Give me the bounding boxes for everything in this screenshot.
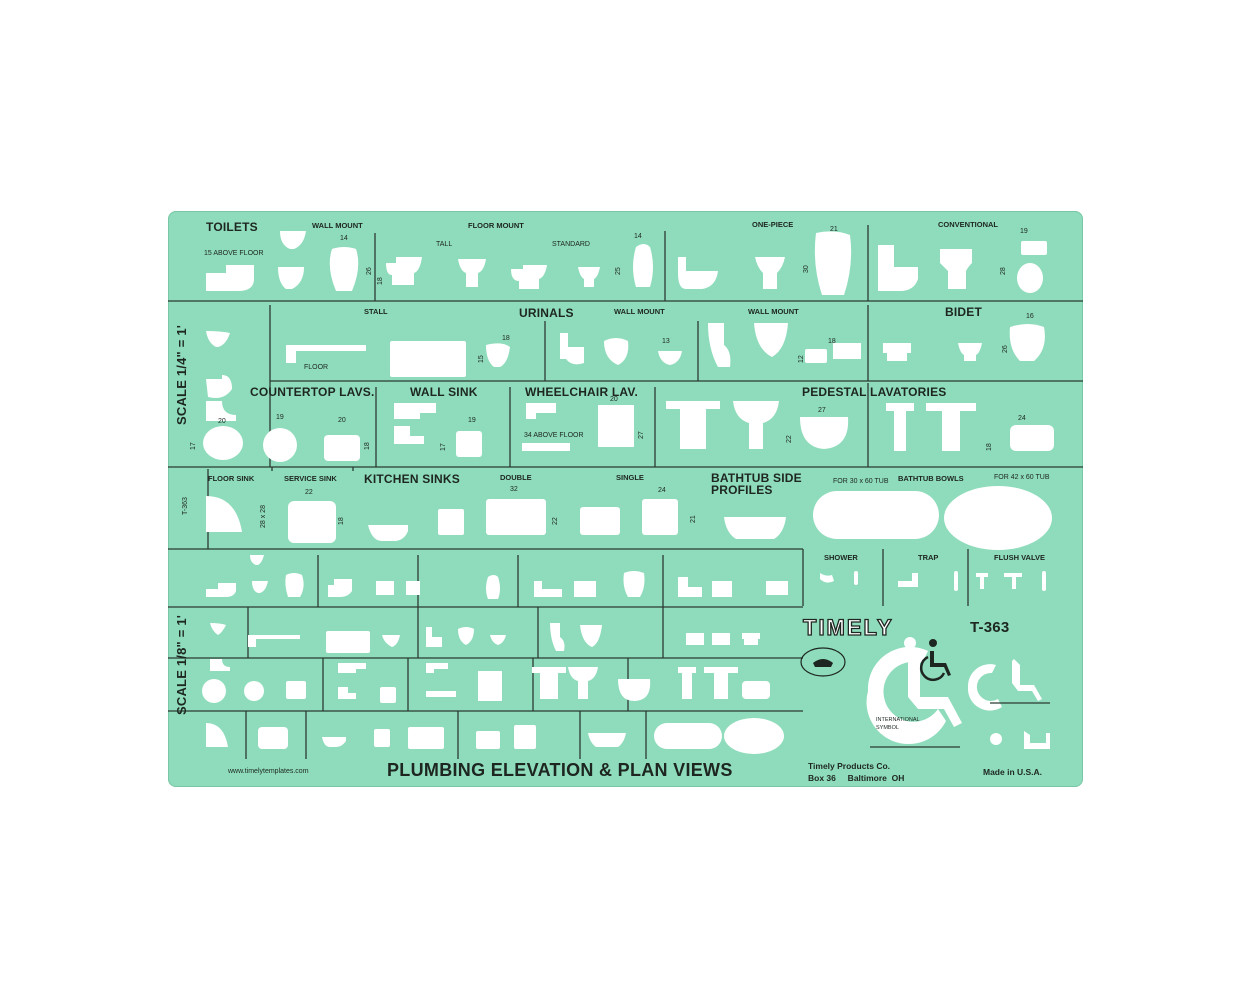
section-countertop-lavs: COUNTERTOP LAVS.	[250, 385, 375, 399]
label-tall: TALL	[436, 241, 453, 248]
dim-20c: 20	[610, 396, 618, 403]
brand-text: TIMELY	[803, 615, 894, 640]
dim-20a: 20	[218, 418, 226, 425]
lavatory-cutouts	[203, 401, 1054, 462]
template-board: TIMELY TOILETS WALL MOUNT FLOOR MOUNT ON…	[168, 211, 1083, 787]
label-floor: FLOOR	[304, 364, 329, 371]
dim-21a: 21	[830, 226, 838, 233]
section-bidet: BIDET	[945, 305, 982, 319]
section-pedestal-lavatories: PEDESTAL LAVATORIES	[802, 385, 947, 399]
section-toilets: TOILETS	[206, 220, 258, 234]
scale-quarter: SCALE 1/4" = 1'	[174, 324, 189, 425]
toilet-cutouts	[206, 231, 1047, 295]
dim-28: 28	[1000, 267, 1007, 275]
website: www.timelytemplates.com	[228, 768, 309, 775]
dim-19c: 19	[468, 417, 476, 424]
dim-18e: 18	[986, 443, 993, 451]
dim-24a: 24	[1018, 415, 1026, 422]
template-cutouts: TIMELY	[168, 225, 1083, 759]
maker-seal	[800, 647, 846, 677]
label-one-piece: ONE-PIECE	[752, 220, 794, 229]
label-stall: STALL	[364, 307, 388, 316]
sink-tub-cutouts	[206, 486, 1052, 550]
section-bathtub-side-profiles: BATHTUB SIDE PROFILES	[711, 471, 802, 497]
label-floor-sink: FLOOR SINK	[208, 474, 255, 483]
label-urinal-wall-mount: WALL MOUNT	[614, 307, 665, 316]
wheelchair-icon	[919, 639, 951, 682]
urinal-cutouts	[206, 323, 1045, 398]
scale-eighth: SCALE 1/8" = 1'	[174, 614, 189, 715]
timely-logo: TIMELY	[802, 614, 894, 640]
label-standard: STANDARD	[552, 241, 590, 248]
label-international-symbol: INTERNATIONAL SYMBOL	[876, 717, 920, 731]
dim-26a: 26	[366, 267, 373, 275]
label-double: DOUBLE	[500, 473, 532, 482]
dim-24b: 24	[658, 487, 666, 494]
maker-line2: Box 36 Baltimore OH	[808, 773, 905, 783]
dim-25: 25	[615, 267, 622, 275]
label-28x28: 28 x 28	[260, 505, 267, 528]
dim-27b: 27	[818, 407, 826, 414]
dim-18b: 18	[502, 335, 510, 342]
dim-18d: 18	[364, 442, 371, 450]
section-wheelchair-lav: WHEELCHAIR LAV.	[525, 385, 639, 399]
dim-32: 32	[510, 486, 518, 493]
section-wall-sink: WALL SINK	[410, 385, 478, 399]
accessibility-cutouts	[866, 637, 1050, 749]
label-floor-mount: FLOOR MOUNT	[468, 221, 524, 230]
dim-14a: 14	[340, 235, 348, 242]
label-for-30x60: FOR 30 x 60 TUB	[833, 478, 889, 485]
section-urinals: URINALS	[519, 306, 574, 320]
dim-12: 12	[798, 355, 805, 363]
label-single: SINGLE	[616, 473, 644, 482]
dim-20b: 20	[338, 417, 346, 424]
section-kitchen-sinks: KITCHEN SINKS	[364, 472, 460, 486]
grid-lines	[168, 225, 1083, 759]
label-15-above-floor: 15 ABOVE FLOOR	[204, 250, 264, 257]
dim-14b: 14	[634, 233, 642, 240]
side-code: T-363	[182, 497, 189, 515]
dim-22a: 22	[786, 435, 793, 443]
label-34-above-floor: 34 ABOVE FLOOR	[524, 432, 584, 439]
model-number: T-363	[970, 619, 1010, 636]
small-scale-cutouts	[202, 555, 788, 754]
template-title: PLUMBING ELEVATION & PLAN VIEWS	[387, 760, 733, 780]
fitting-cutouts	[820, 571, 1046, 591]
dim-18f: 18	[338, 517, 345, 525]
dim-15: 15	[478, 355, 485, 363]
dim-13: 13	[662, 338, 670, 345]
dim-26b: 26	[1002, 345, 1009, 353]
label-trap: TRAP	[918, 553, 939, 562]
dim-21b: 21	[690, 515, 697, 523]
label-flush-valve: FLUSH VALVE	[994, 553, 1045, 562]
made-in: Made in U.S.A.	[983, 767, 1043, 777]
maker-line1: Timely Products Co.	[808, 761, 891, 771]
dim-22b: 22	[305, 489, 313, 496]
dim-19a: 19	[1020, 228, 1028, 235]
dim-17: 17	[190, 442, 197, 450]
label-service-sink: SERVICE SINK	[284, 474, 337, 483]
label-for-42x60: FOR 42 x 60 TUB	[994, 474, 1050, 481]
dim-18a: 18	[377, 277, 384, 285]
dim-27a: 27	[638, 431, 645, 439]
label-urinal-wall-mount2: WALL MOUNT	[748, 307, 799, 316]
label-shower: SHOWER	[824, 553, 858, 562]
dim-22c: 22	[552, 517, 559, 525]
dim-17b: 17	[440, 443, 447, 451]
dim-16: 16	[1026, 313, 1034, 320]
label-bathtub-bowls: BATHTUB BOWLS	[898, 474, 964, 483]
dim-30: 30	[803, 265, 810, 273]
dim-19b: 19	[276, 414, 284, 421]
label-wall-mount: WALL MOUNT	[312, 221, 363, 230]
dim-18c: 18	[828, 338, 836, 345]
label-conventional: CONVENTIONAL	[938, 220, 998, 229]
